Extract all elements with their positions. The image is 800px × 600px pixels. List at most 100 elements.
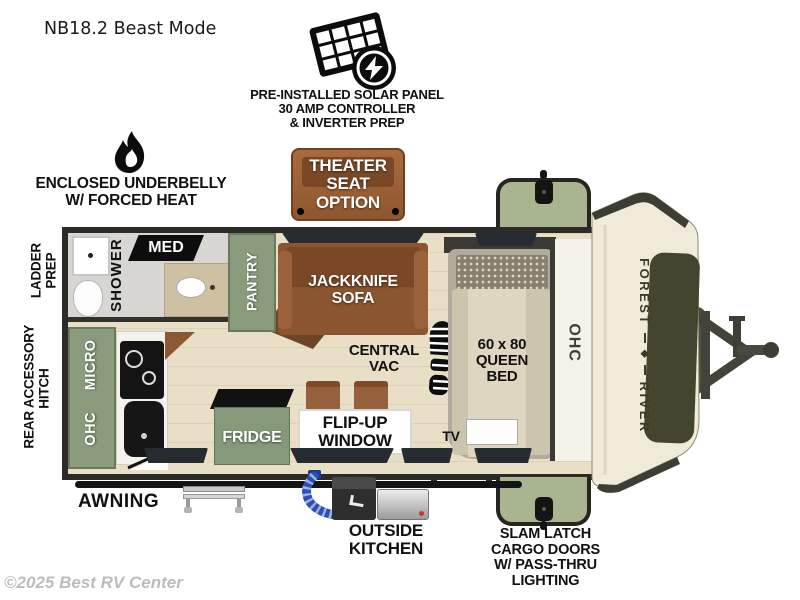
slam-latch-line1: SLAM LATCH (499, 526, 592, 542)
ottoman (306, 381, 340, 413)
awning-bar (75, 481, 522, 488)
awning-mount (486, 474, 492, 483)
step-leg (186, 499, 190, 508)
rear-hitch-line2: HITCH (36, 368, 51, 409)
trailer-front-cap (591, 192, 779, 493)
med-cabinet-tag: MED (128, 235, 204, 261)
micro-label: MICRO (83, 339, 100, 391)
ohc-right-cabinet (555, 239, 594, 461)
toilet (73, 280, 103, 317)
sink-faucet (141, 433, 147, 439)
awning-mount (431, 474, 437, 483)
theater-label-line2: SEAT OPTION (316, 174, 380, 212)
solar-callout: PRE-INSTALLED SOLAR PANEL 30 AMP CONTROL… (227, 87, 467, 131)
shower-drain (88, 253, 93, 258)
kitchen-cabinet (68, 327, 116, 469)
flip-up-window (290, 448, 394, 463)
slam-latch-top (535, 180, 553, 204)
sofa-back-cushion (286, 247, 420, 287)
rear-accessory-hitch-label: REAR ACCESSORY HITCH (21, 324, 51, 449)
ladder-prep-line2: PREP (43, 252, 58, 289)
shower-label: SHOWER (107, 238, 125, 312)
burner (142, 371, 156, 385)
fridge-label: FRIDGE (222, 429, 282, 446)
step-leg (237, 499, 241, 508)
underbelly-callout-line2: W/ FORCED HEAT (65, 191, 197, 209)
theater-seat-label: THEATER SEAT OPTION (293, 155, 403, 212)
page-title: NB18.2 Beast Mode (44, 19, 217, 39)
window-behind-bed (475, 233, 537, 246)
theater-leg-dot (297, 208, 304, 215)
maker-word-river: RIVER (637, 381, 653, 434)
solar-callout-line1: PRE-INSTALLED SOLAR PANEL (250, 87, 444, 102)
slam-latch-bottom (535, 497, 553, 521)
fridge (214, 407, 290, 465)
ladder-prep-label: LADDER PREP (28, 229, 58, 313)
griddle-knob (419, 511, 424, 516)
underbelly-callout-line1: ENCLOSED UNDERBELLY (35, 175, 227, 192)
nightstand (466, 419, 518, 445)
watermark: ©2025 Best RV Center (4, 573, 183, 592)
pantry-cabinet (228, 233, 276, 332)
coupler-ball (763, 342, 779, 358)
bottom-window (401, 448, 453, 463)
flip-window-line1: FLIP-UP (322, 412, 388, 432)
outside-kitchen-line1: OUTSIDE (348, 521, 424, 540)
theater-leg-dot (392, 208, 399, 215)
forest-river-logo: FOREST ◆ RIVER (636, 256, 654, 436)
solar-callout-line3: & INVERTER PREP (289, 115, 405, 131)
bath-vanity (164, 263, 231, 317)
solar-callout-line2: 30 AMP CONTROLLER (278, 101, 416, 117)
underbelly-callout: ENCLOSED UNDERBELLY W/ FORCED HEAT (11, 175, 251, 209)
logo-separator (644, 332, 646, 343)
step-foot (184, 507, 192, 513)
entry-window (144, 448, 208, 463)
fridge-top (210, 389, 294, 409)
theater-seat-back (302, 157, 394, 187)
bed-ohc-divider (550, 239, 555, 461)
maker-word-forest: FOREST (637, 258, 653, 326)
sofa-label: JACKKNIFE SOFA (296, 273, 410, 308)
kitchen-sink (124, 401, 164, 457)
bed-label-line2: QUEEN (475, 352, 529, 370)
ohc-right-label: OHC (565, 323, 583, 362)
bed-label-line1: 60 x 80 (477, 336, 527, 353)
outside-grill-lid (332, 477, 376, 489)
rear-hitch-line1: REAR ACCESSORY (21, 324, 37, 449)
bath-faucet (210, 285, 215, 290)
pantry-label: PANTRY (243, 252, 260, 312)
slam-latch-callout: SLAM LATCH CARGO DOORS W/ PASS-THRU LIGH… (468, 526, 623, 590)
central-vac-label: CENTRAL VAC (346, 342, 422, 376)
forest-river-emblem-icon: ◆ (639, 349, 651, 358)
bed-label-line3: BED (486, 368, 518, 386)
forced-heat-flame-icon (114, 131, 145, 173)
tongue-jack (733, 319, 741, 357)
floorplan: SHOWER MED MICRO OHC PANTRY JACKKNIFE SO… (62, 227, 600, 480)
coupler (737, 345, 767, 355)
central-vac-line1: CENTRAL (348, 342, 420, 359)
step-foot (235, 507, 243, 513)
cargo-latch-nub-bottom (540, 521, 547, 530)
bottom-window (474, 448, 532, 463)
bed-pillow-band (456, 255, 548, 289)
outside-kitchen-label: OUTSIDE KITCHEN (330, 521, 442, 559)
ottoman (354, 381, 388, 413)
bed-label: 60 x 80 QUEEN BED (456, 336, 548, 386)
burner (125, 350, 143, 368)
logo-separator (644, 364, 646, 375)
cargo-latch-nub-top (540, 170, 547, 179)
counter-end-wedge (165, 332, 195, 360)
bath-sink (176, 277, 206, 298)
theater-label-line1: THEATER (309, 155, 387, 175)
cooktop (120, 341, 164, 399)
theater-seat-option: THEATER SEAT OPTION (291, 148, 405, 221)
slam-latch-line4: LIGHTING (511, 572, 580, 589)
sofa-armrest (278, 251, 292, 329)
sofa-label-line1: JACKKNIFE (308, 273, 398, 290)
entry-step (183, 486, 245, 492)
ladder-prep-line1: LADDER (28, 243, 44, 299)
sofa-armrest (414, 251, 428, 329)
central-vac-line2: VAC (369, 358, 399, 376)
outside-kitchen-line2: KITCHEN (348, 539, 424, 559)
